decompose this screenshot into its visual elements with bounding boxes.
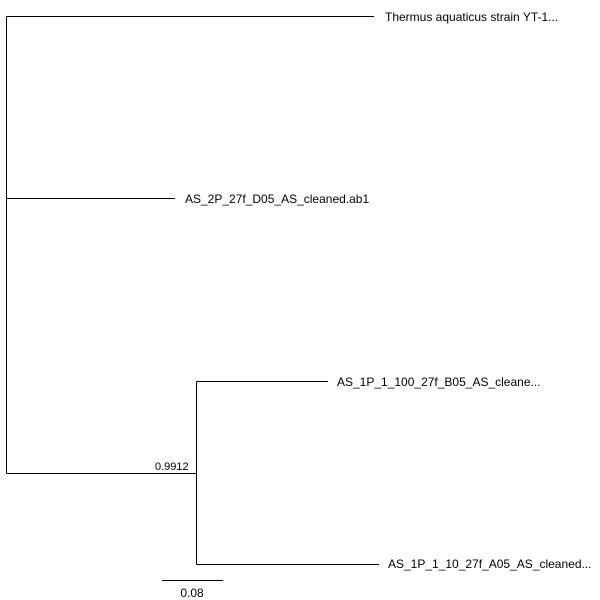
support-value-label: 0.9912 bbox=[155, 461, 189, 473]
leaf-label-as-1p-1-10: AS_1P_1_10_27f_A05_AS_cleaned... bbox=[388, 557, 592, 571]
leaf-label-thermus-aquaticus: Thermus aquaticus strain YT-1... bbox=[385, 10, 558, 24]
scale-bar-label: 0.08 bbox=[180, 586, 204, 600]
leaf-label-as-1p-1-100: AS_1P_1_100_27f_B05_AS_cleane... bbox=[337, 375, 541, 389]
leaf-label-as-2p: AS_2P_27f_D05_AS_cleaned.ab1 bbox=[185, 192, 369, 206]
